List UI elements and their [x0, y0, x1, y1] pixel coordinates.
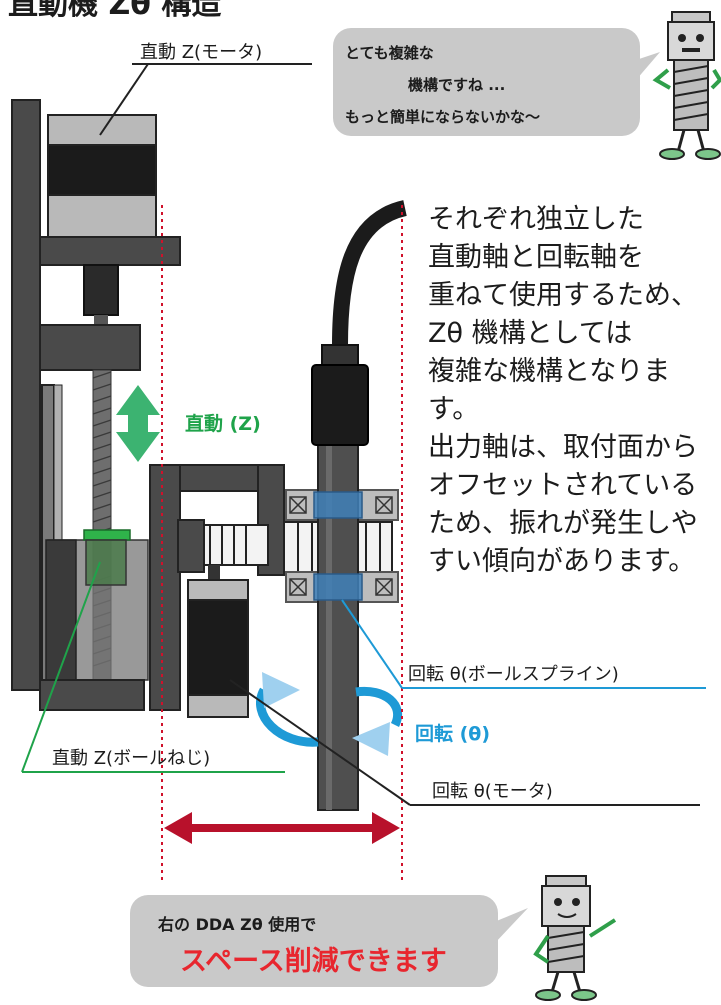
connector-neck — [321, 344, 359, 366]
rot-motor-body — [187, 599, 249, 696]
rotation-ballspline-label: 回転 θ(ボールスプライン) — [408, 664, 619, 685]
bearing-marks — [289, 496, 393, 596]
gear-mount — [177, 519, 205, 573]
rot-motor-cap — [187, 694, 249, 718]
z-motor-cap — [47, 114, 157, 146]
linear-z-ballscrew-label: 直動 Z(ボールねじ) — [52, 748, 210, 769]
spline-nut-upper — [313, 491, 363, 519]
coupling-neck — [94, 315, 108, 325]
description-line: 出力軸は、取付面から — [428, 432, 698, 463]
cable — [332, 200, 408, 346]
page-title: 直動機 Zθ 構造 — [0, 0, 410, 22]
carriage-block — [45, 539, 77, 681]
description-line: 重ねて使用するため、 — [428, 280, 698, 311]
linear-z-motor-label: 直動 Z(モータ) — [140, 42, 262, 63]
bottom-bracket — [39, 679, 145, 711]
description-line: オフセットされている — [428, 470, 697, 501]
shaft-highlight — [326, 440, 332, 810]
coupling — [83, 264, 119, 316]
bubble-top-line2: 機構ですね ... — [408, 76, 505, 94]
speech-bubble-bottom: 右の DDA Zθ 使用で スペース削減できます — [130, 895, 528, 987]
rot-motor-shaft — [208, 565, 220, 580]
description-line: すい傾向があります。 — [428, 546, 695, 577]
bubble-bottom-line2: スペース削減できます — [180, 946, 447, 977]
small-gear-teeth — [209, 525, 247, 565]
middle-bracket — [39, 324, 141, 371]
offset-dimension-arrow — [164, 812, 400, 844]
top-bracket — [39, 236, 181, 266]
z-motor-body — [47, 144, 157, 196]
description-line: 複雑な機構となりま — [428, 356, 670, 387]
description-line: 直動軸と回転軸を — [428, 242, 644, 273]
speech-bubble-top: とても複雑な 機構ですね ... もっと簡単にならないかな～ — [333, 28, 660, 136]
connector-body — [311, 364, 369, 446]
rotation-arrows — [256, 672, 402, 756]
rotation-arrow-label: 回転 (θ) — [415, 723, 490, 745]
z-motor-flange — [47, 194, 157, 238]
description-line: す。 — [428, 394, 479, 425]
linear-z-arrow-label: 直動 (Z) — [185, 412, 261, 435]
screw-mascot-pointing-icon — [533, 875, 617, 1001]
ball-nut — [85, 539, 127, 586]
page-title-text: 直動機 Zθ 構造 — [8, 0, 221, 22]
description-line: Zθ 機構としては — [428, 318, 632, 349]
spline-nut-lower — [313, 573, 363, 601]
bubble-bottom-line1: 右の DDA Zθ 使用で — [158, 915, 316, 934]
z-direction-arrow — [116, 385, 160, 462]
bubble-top-line1: とても複雑な — [345, 44, 434, 62]
rotation-motor-label: 回転 θ(モータ) — [432, 781, 553, 802]
mechanism-drawing — [11, 99, 408, 811]
rot-motor-flange — [187, 579, 249, 601]
bubble-top-line3: もっと簡単にならないかな～ — [345, 108, 540, 126]
ball-nut-flange — [83, 529, 131, 541]
mounting-plate — [11, 99, 41, 691]
description-line: それぞれ独立した — [428, 204, 644, 235]
screw-mascot-icon — [652, 11, 721, 160]
arm-vertical — [149, 464, 181, 711]
leader-lines — [21, 63, 706, 806]
description-block: それぞれ独立した 直動軸と回転軸を 重ねて使用するため、 Zθ 機構としては 複… — [428, 204, 698, 577]
description-line: ため、振れが発生しや — [428, 508, 698, 539]
